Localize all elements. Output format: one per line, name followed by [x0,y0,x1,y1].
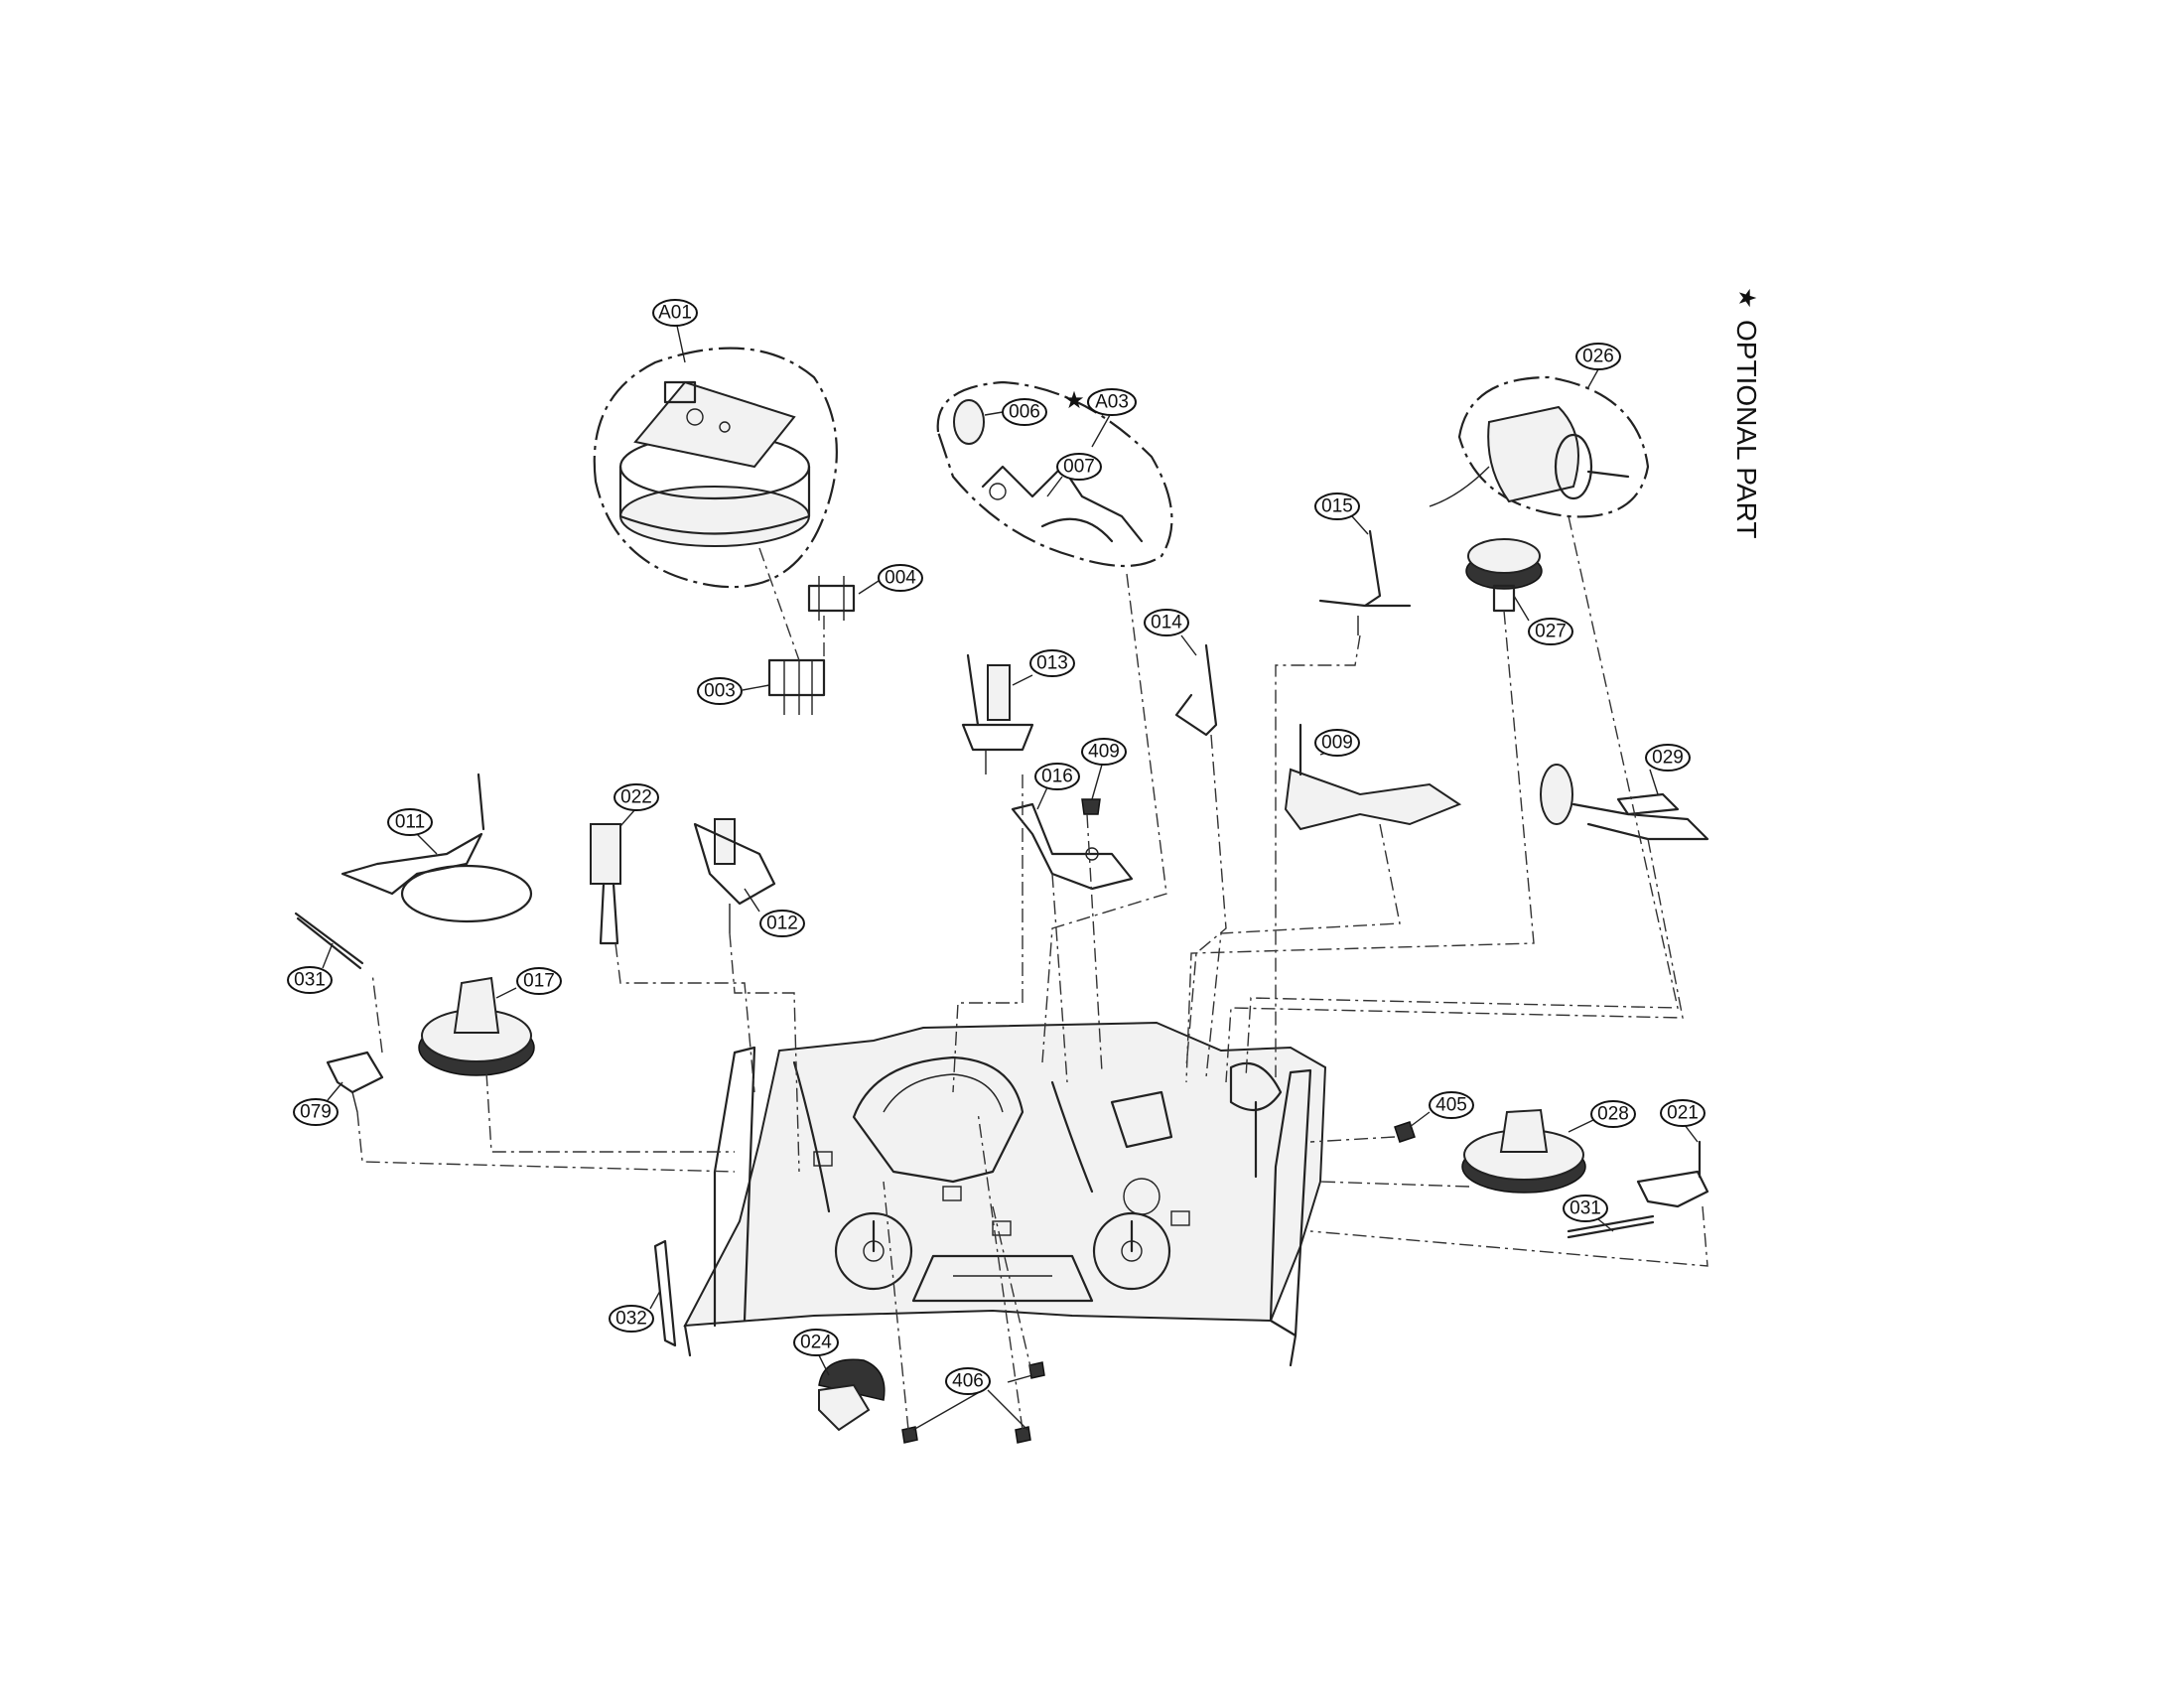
callout-label-409: 409 [1088,742,1120,763]
screws-406 [901,1361,1045,1444]
gear-027 [1465,538,1543,613]
callout-017: 017 [495,967,562,999]
part-013 [961,653,1034,774]
callout-label-028: 028 [1597,1104,1629,1125]
callout-label-015: 015 [1321,496,1353,517]
callout-011: 011 [387,808,438,855]
part-032 [653,1239,677,1347]
callout-026: 026 [1575,343,1621,388]
bracket-009 [1284,723,1462,831]
callout-016: 016 [1034,763,1080,810]
screw-409 [1081,798,1101,815]
callout-label-032: 032 [615,1309,647,1330]
callout-label-022: 022 [620,787,652,808]
callout-label-a01: A01 [658,303,692,324]
arm-011 [341,773,533,923]
callout-label-021: 021 [1667,1103,1699,1124]
optional-star-icon-a03: ★ [1063,386,1085,414]
legend-label: OPTIONAL PART [1731,320,1762,538]
callout-label-004: 004 [885,568,916,589]
callout-label-007: 007 [1063,457,1095,478]
part-003-bracket [767,658,826,715]
optional-star-icon: ★ [1733,287,1761,309]
callout-405: 405 [1409,1091,1474,1128]
callout-028: 028 [1568,1100,1636,1133]
callout-032: 032 [609,1290,661,1333]
callout-003: 003 [697,677,770,705]
callout-label-009: 009 [1321,733,1353,754]
callout-label-012: 012 [766,914,798,934]
part-022 [590,823,621,945]
callout-079: 079 [293,1081,343,1126]
callout-012: 012 [744,888,805,937]
callout-a01: A01 [652,299,698,363]
callout-024: 024 [793,1329,839,1376]
callout-label-031-left: 031 [294,970,326,991]
callout-label-031-right: 031 [1570,1198,1601,1219]
legend: ★ OPTIONAL PART [1731,287,1762,538]
part-079 [326,1051,384,1113]
part-021 [1636,1140,1709,1208]
callout-406: 406 [912,1367,1033,1431]
callout-label-024: 024 [800,1333,832,1353]
callout-label-026: 026 [1582,347,1614,367]
callout-029: 029 [1645,744,1691,795]
callout-label-013: 013 [1036,653,1068,674]
callout-label-a03: A03 [1095,392,1129,413]
lever-015 [1318,529,1412,635]
motor-assembly-026 [1429,375,1650,518]
lever-014 [1174,643,1218,737]
callout-027: 027 [1513,595,1573,645]
callout-label-017: 017 [523,971,555,992]
callout-022: 022 [614,783,659,827]
callout-label-016: 016 [1041,767,1073,787]
callout-label-029: 029 [1652,748,1684,769]
callout-label-003: 003 [704,681,736,702]
leader-lines [356,515,1708,1431]
callout-a03: ★ A03 [1063,386,1137,448]
tension-arm-029 [1540,764,1709,841]
callout-label-027: 027 [1535,622,1567,642]
gear-024 [818,1358,886,1432]
spring-031-left [294,912,364,970]
bracket-016 [1011,802,1134,891]
callout-021: 021 [1660,1099,1706,1143]
gear-017 [418,976,535,1076]
callout-009: 009 [1314,729,1360,757]
main-chassis [683,1021,1327,1367]
callout-014: 014 [1144,609,1197,656]
drum-assembly-a01 [593,347,838,589]
callout-031-right: 031 [1563,1195,1614,1232]
callout-label-006: 006 [1009,402,1040,423]
callout-label-079: 079 [300,1102,332,1123]
callout-031-left: 031 [287,942,334,994]
callout-015: 015 [1314,492,1369,535]
part-004-bracket [807,576,856,621]
part-012 [693,818,776,933]
gear-028 [1461,1108,1586,1194]
callout-007: 007 [1046,453,1102,497]
callout-409: 409 [1081,738,1127,800]
callout-013: 013 [1012,649,1075,686]
callout-label-405: 405 [1435,1095,1467,1116]
callout-label-406: 406 [952,1371,984,1392]
assembly-a03 [936,380,1173,568]
callout-004: 004 [858,564,923,595]
callout-label-011: 011 [395,812,425,833]
callout-006: 006 [984,398,1047,426]
callout-label-014: 014 [1151,613,1182,633]
